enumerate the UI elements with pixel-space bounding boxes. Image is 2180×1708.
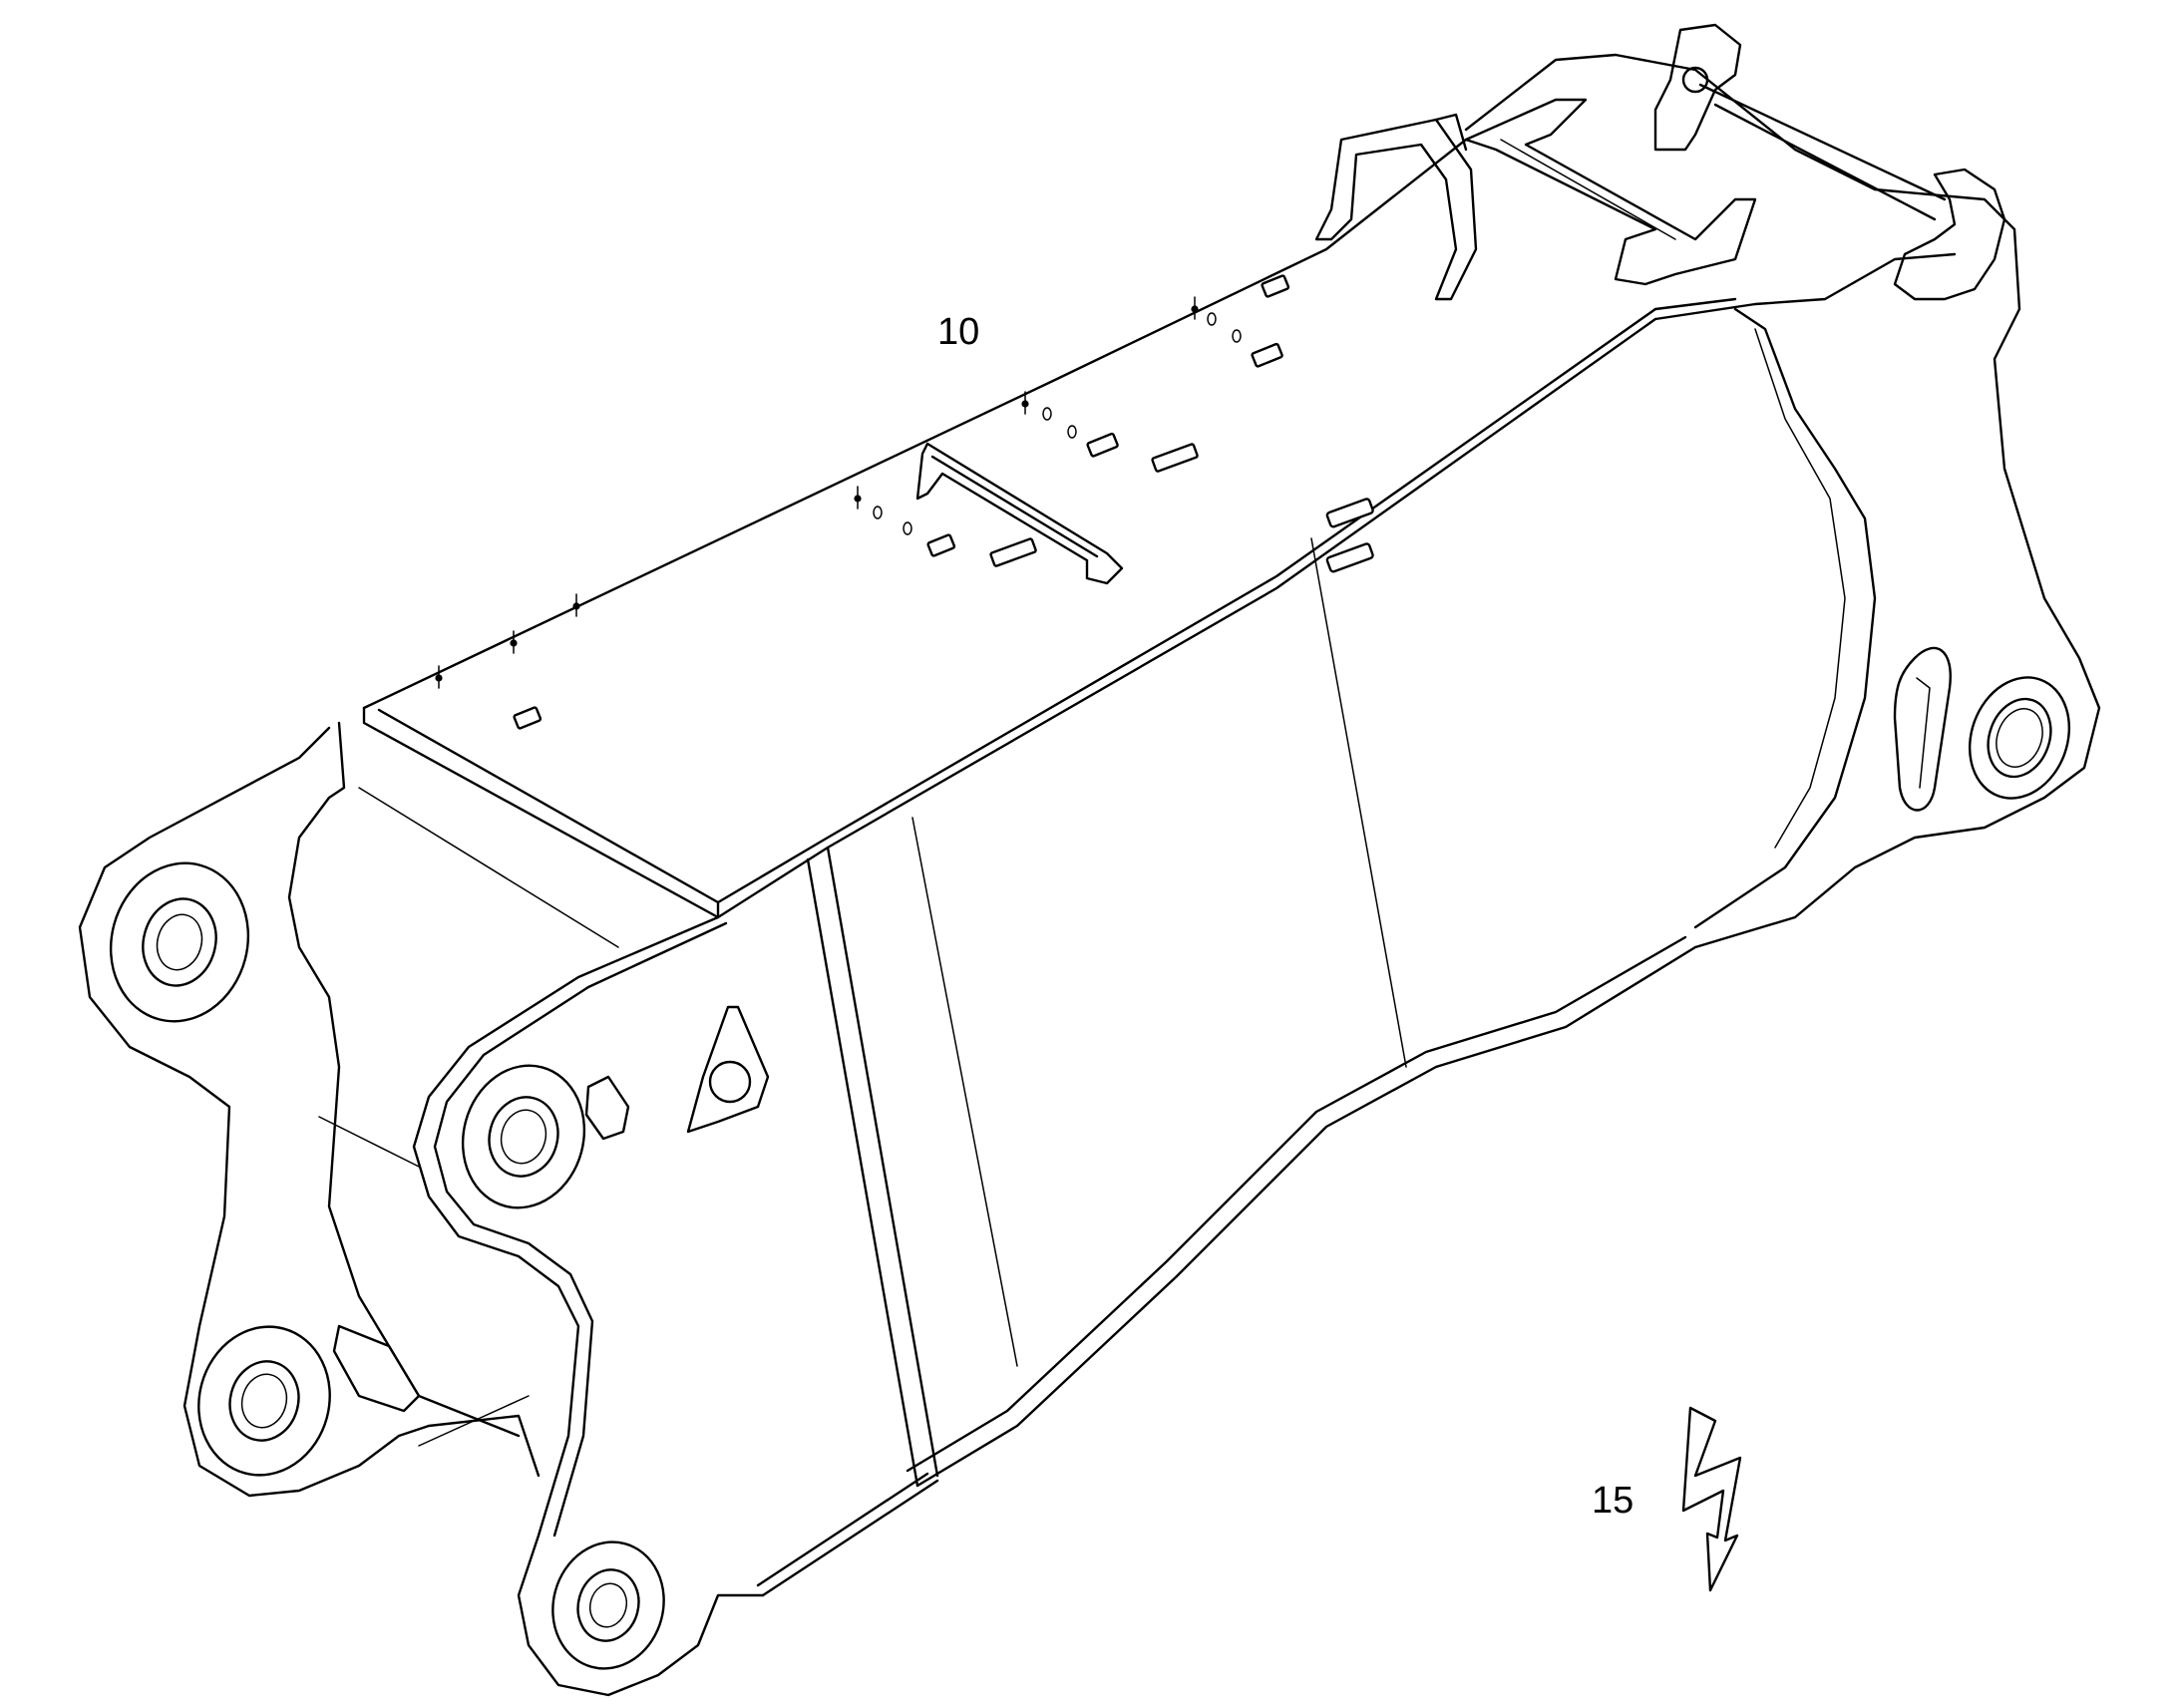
rear-top-bracket: [1314, 113, 1478, 301]
top-fittings: [435, 274, 1290, 730]
main-box-side: [756, 498, 1697, 1597]
top-plate: [362, 138, 1737, 919]
part-callout-10: 10: [937, 311, 980, 353]
front-bracket: [78, 721, 770, 1697]
part-callout-15: 15: [1592, 1480, 1635, 1522]
lightning-bolt-icon: [1681, 1406, 1742, 1592]
rear-end-bracket: [1464, 23, 2101, 949]
center-bracket: [915, 442, 1124, 585]
